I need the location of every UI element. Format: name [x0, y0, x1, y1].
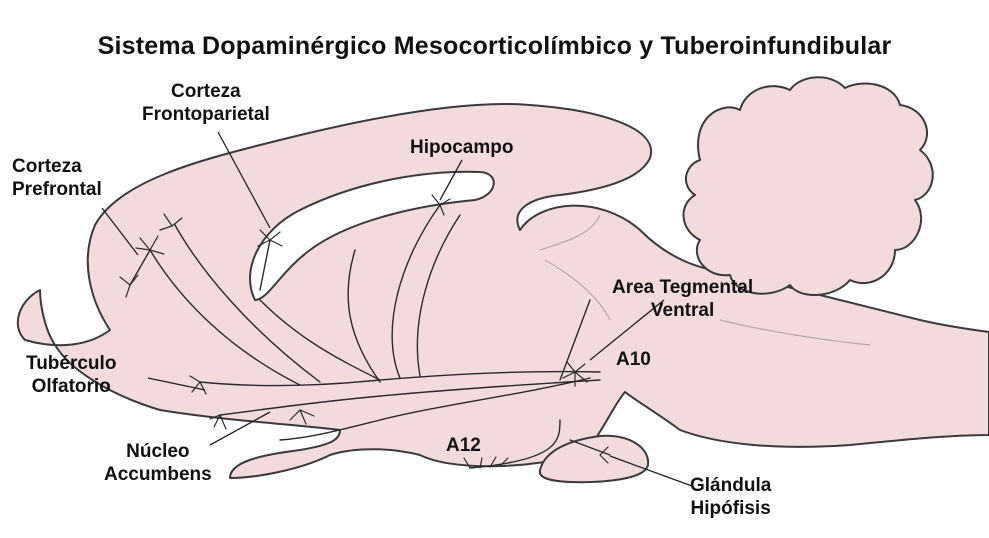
- cerebellum: [684, 77, 933, 295]
- label-line: Corteza: [142, 80, 270, 103]
- label-line: Núcleo: [104, 440, 212, 463]
- label-line: Prefrontal: [12, 178, 102, 201]
- label-glandula-hipofisis: Glándula Hipófisis: [690, 474, 771, 520]
- diagram-title: Sistema Dopaminérgico Mesocorticolímbico…: [0, 32, 989, 61]
- label-line: Corteza: [12, 155, 102, 178]
- label-line: Area Tegmental: [612, 276, 753, 299]
- label-hipocampo: Hipocampo: [410, 136, 513, 159]
- label-line: Olfatorio: [26, 375, 116, 398]
- label-line: Frontoparietal: [142, 103, 270, 126]
- label-a12: A12: [446, 434, 481, 457]
- label-tuberculo-olfatorio: Tubérculo Olfatorio: [26, 352, 116, 398]
- label-line: Hipófisis: [690, 497, 771, 520]
- label-nucleo-accumbens: Núcleo Accumbens: [104, 440, 212, 486]
- label-corteza-frontoparietal: Corteza Frontoparietal: [142, 80, 270, 126]
- label-line: Ventral: [612, 299, 753, 322]
- label-line: Accumbens: [104, 463, 212, 486]
- label-corteza-prefrontal: Corteza Prefrontal: [12, 155, 102, 201]
- label-line: Tubérculo: [26, 352, 116, 375]
- label-area-tegmental-ventral: Area Tegmental Ventral: [612, 276, 753, 322]
- label-a10: A10: [616, 348, 651, 371]
- label-line: Glándula: [690, 474, 771, 497]
